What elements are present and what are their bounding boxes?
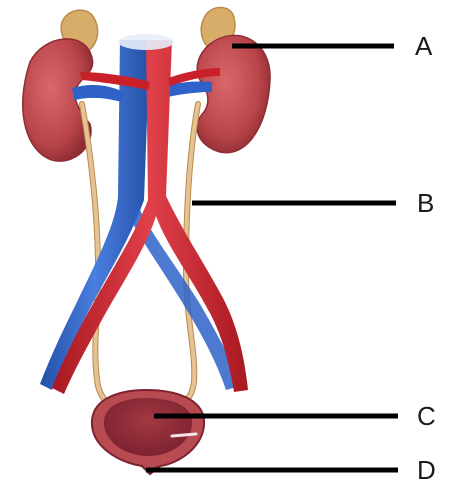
left-renal-vein (72, 85, 124, 102)
vessel-cut-top (118, 34, 174, 50)
left-renal-artery (80, 72, 150, 90)
right-kidney (196, 34, 271, 154)
aorta (52, 40, 248, 394)
vena-cava (40, 40, 150, 390)
label-d: D (417, 455, 436, 485)
bladder-interior (103, 398, 193, 456)
right-renal-artery (168, 68, 220, 86)
label-a: A (415, 31, 433, 61)
right-iliac-vein (132, 206, 240, 390)
label-c: C (417, 401, 436, 431)
left-kidney (22, 38, 94, 162)
label-b: B (417, 188, 434, 218)
bladder-highlight (170, 432, 198, 438)
